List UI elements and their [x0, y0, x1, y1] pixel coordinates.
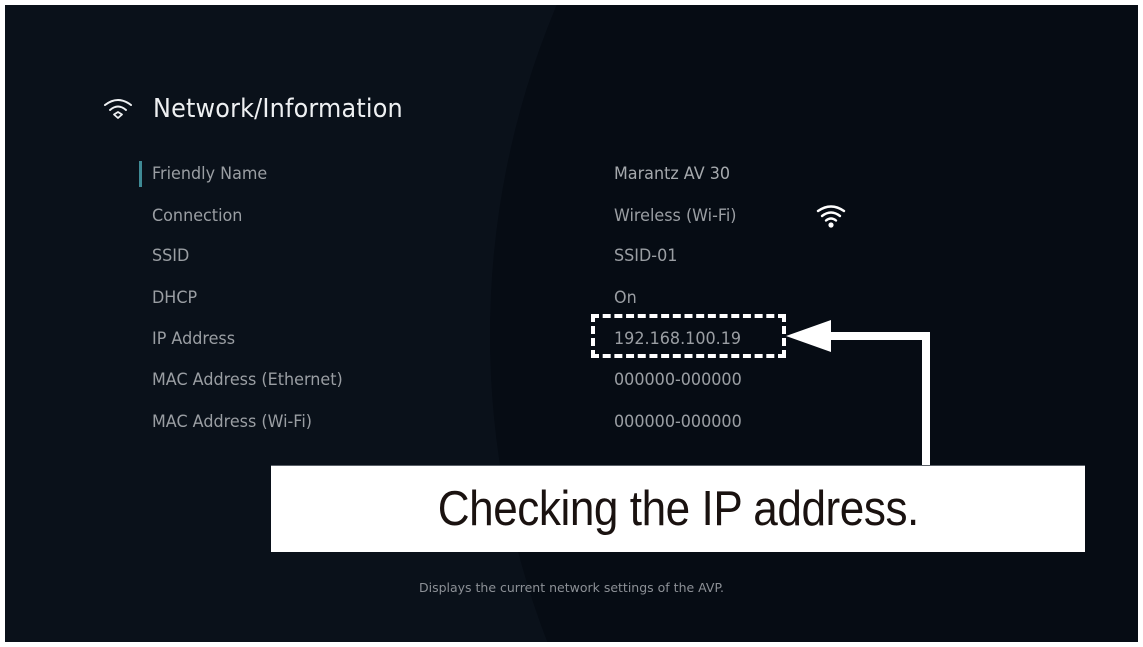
row-label: IP Address: [152, 329, 236, 349]
page-title: Network/Information: [153, 94, 403, 124]
row-label: MAC Address (Ethernet): [152, 370, 343, 390]
info-row-mac-wifi[interactable]: MAC Address (Wi-Fi) 000000-000000: [5, 408, 1138, 436]
page-header: Network/Information: [103, 89, 425, 129]
wifi-signal-icon: [816, 205, 846, 228]
arrow-left-icon: [786, 320, 930, 465]
help-text: Displays the current network settings of…: [418, 580, 725, 595]
info-row-connection[interactable]: Connection Wireless (Wi-Fi): [5, 202, 1138, 230]
row-value: On: [614, 288, 637, 308]
ip-highlight-box: [591, 314, 786, 358]
row-label: MAC Address (Wi-Fi): [152, 412, 312, 432]
row-label: SSID: [152, 246, 190, 266]
row-value: 000000-000000: [614, 370, 742, 390]
info-row-mac-ethernet[interactable]: MAC Address (Ethernet) 000000-000000: [5, 366, 1138, 394]
network-information-screen: Network/Information Friendly Name Marant…: [5, 5, 1138, 642]
row-value: 000000-000000: [614, 412, 742, 432]
info-row-friendly-name[interactable]: Friendly Name Marantz AV 30: [5, 160, 1138, 188]
row-value: SSID-01: [614, 246, 678, 266]
row-value: Wireless (Wi-Fi): [614, 206, 737, 226]
wifi-icon: [104, 99, 132, 119]
row-label: Connection: [152, 206, 243, 226]
row-label: Friendly Name: [152, 164, 268, 184]
selection-indicator: [139, 161, 142, 187]
info-row-ssid[interactable]: SSID SSID-01: [5, 242, 1138, 270]
annotation-callout: Checking the IP address.: [271, 465, 1085, 552]
row-value: Marantz AV 30: [614, 164, 731, 184]
row-label: DHCP: [152, 288, 198, 308]
info-row-dhcp[interactable]: DHCP On: [5, 284, 1138, 312]
info-row-ip-address[interactable]: IP Address 192.168.100.19: [5, 325, 1138, 353]
callout-text: Checking the IP address.: [437, 482, 919, 536]
row-value: 192.168.100.19: [614, 329, 742, 349]
